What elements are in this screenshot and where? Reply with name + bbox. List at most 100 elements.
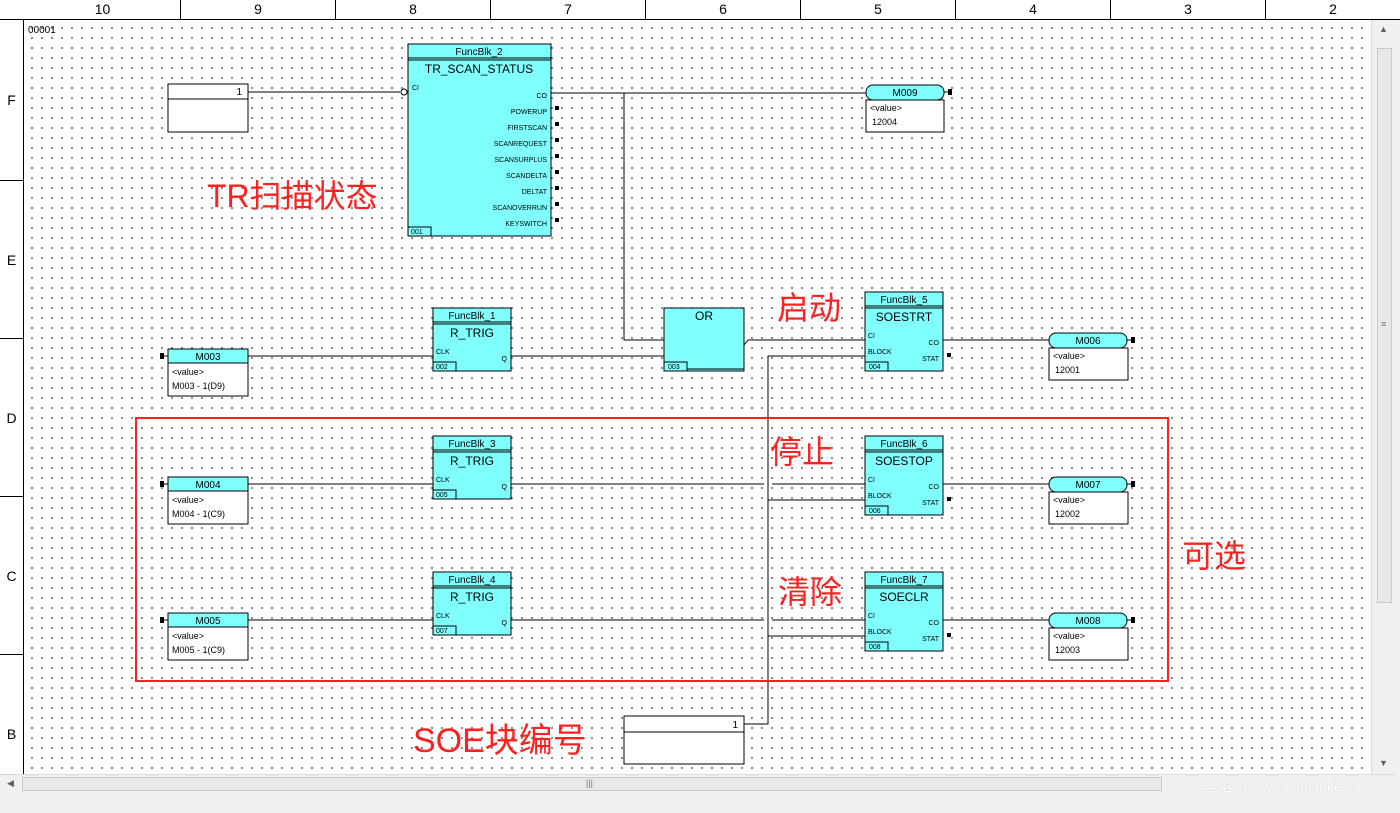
column-label: 3 xyxy=(1111,0,1266,20)
function-block-r-trig-3[interactable]: FuncBlk_3 R_TRIG CLK Q 005 xyxy=(432,435,512,500)
grip-icon: ≡ xyxy=(1381,319,1387,329)
variable-value: 12002 xyxy=(1055,509,1080,519)
block-number: 005 xyxy=(436,492,448,499)
vertical-scroll-thumb[interactable]: ≡ xyxy=(1377,48,1392,603)
logic-diagram: 00001 1 FuncBlk_2 TR_SCAN_STATUS CI xyxy=(28,25,1246,765)
block-name: FuncBlk_3 xyxy=(448,439,496,450)
port-co: CO xyxy=(929,484,940,491)
row-label: D xyxy=(0,339,23,497)
block-name: FuncBlk_1 xyxy=(448,311,496,322)
block-type: R_TRIG xyxy=(450,326,494,340)
annotation-start: 启动 xyxy=(777,290,841,326)
block-type: SOESTRT xyxy=(876,310,933,324)
port-scanrequest: SCANREQUEST xyxy=(494,141,548,148)
sheet-label: 00001 xyxy=(28,25,56,36)
variable-value-label: <value> xyxy=(870,103,902,113)
variable-name: M007 xyxy=(1075,480,1100,491)
variable-name: M006 xyxy=(1075,336,1100,347)
output-variable-m006[interactable]: M006 <value> 12001 xyxy=(1048,332,1135,381)
constant-value: 1 xyxy=(236,87,242,98)
wire xyxy=(743,339,865,346)
wire xyxy=(744,355,865,725)
horizontal-scroll-thumb[interactable]: ||| xyxy=(22,777,1162,791)
variable-value: 12004 xyxy=(872,117,897,127)
function-block-soeclr[interactable]: FuncBlk_7 SOECLR CI BLOCK CO STAT 008 xyxy=(864,571,951,652)
horizontal-scrollbar[interactable]: ◀ ||| 安全客 ( www.anquanke.com ) xyxy=(0,774,1395,794)
block-name: FuncBlk_6 xyxy=(880,439,928,450)
diagram-canvas[interactable]: 00001 1 FuncBlk_2 TR_SCAN_STATUS CI xyxy=(24,20,1371,774)
row-label: E xyxy=(0,181,23,339)
constant-box[interactable]: 1 xyxy=(167,83,249,133)
watermark-text: 安全客 ( www.anquanke.com ) xyxy=(1194,779,1381,794)
port-clk: CLK xyxy=(436,613,450,620)
scroll-left-icon[interactable]: ◀ xyxy=(7,778,14,788)
port-block: BLOCK xyxy=(868,629,892,636)
function-block-r-trig-4[interactable]: FuncBlk_4 R_TRIG CLK Q 007 xyxy=(432,571,512,636)
block-type: OR xyxy=(695,309,713,323)
variable-value: 12003 xyxy=(1055,645,1080,655)
annotation-block-id: SOE块编号 xyxy=(413,722,587,760)
variable-description: M003 - 1(D9) xyxy=(172,381,225,391)
column-label: 7 xyxy=(491,0,646,20)
input-variable-m003[interactable]: M003 <value> M003 - 1(D9) xyxy=(160,348,249,397)
block-number: 001 xyxy=(411,229,423,236)
block-number: 004 xyxy=(869,364,881,371)
port-powerup: POWERUP xyxy=(511,109,548,116)
function-block-r-trig-1[interactable]: FuncBlk_1 R_TRIG CLK Q 002 xyxy=(432,307,512,372)
port-keyswitch: KEYSWITCH xyxy=(505,221,547,228)
variable-name: M005 xyxy=(195,616,220,627)
variable-description: M005 - 1(C9) xyxy=(172,645,225,655)
port-stat: STAT xyxy=(922,500,940,507)
soe-block-number-box[interactable]: 1 xyxy=(623,715,745,765)
port-scanoverrun: SCANOVERRUN xyxy=(493,205,547,212)
block-type: TR_SCAN_STATUS xyxy=(425,62,533,76)
port-q: Q xyxy=(502,356,508,363)
port-stat: STAT xyxy=(922,356,940,363)
port-scandelta: SCANDELTA xyxy=(506,173,547,180)
column-ruler: 10 9 8 7 6 5 4 3 2 xyxy=(0,0,1400,20)
annotation-clear: 清除 xyxy=(778,574,842,610)
port-block: BLOCK xyxy=(868,349,892,356)
column-label: 10 xyxy=(25,0,181,20)
block-number: 002 xyxy=(436,364,448,371)
scroll-down-icon[interactable]: ▼ xyxy=(1379,758,1388,768)
variable-value-label: <value> xyxy=(172,495,204,505)
row-label: F xyxy=(0,20,23,181)
function-block-soestrt[interactable]: FuncBlk_5 SOESTRT CI BLOCK CO STAT 004 xyxy=(864,291,951,372)
port-ci: CI xyxy=(868,613,875,620)
block-number: 007 xyxy=(436,628,448,635)
function-block-scan-status[interactable]: FuncBlk_2 TR_SCAN_STATUS CI CO POWERUP F… xyxy=(400,43,559,237)
grip-icon: ||| xyxy=(586,778,594,788)
port-q: Q xyxy=(502,484,508,491)
input-variable-m004[interactable]: M004 <value> M004 - 1(C9) xyxy=(160,476,249,525)
output-variable-m008[interactable]: M008 <value> 12003 xyxy=(1048,612,1135,661)
vertical-scrollbar[interactable]: ▲ ≡ ▼ xyxy=(1371,20,1395,774)
block-name: FuncBlk_4 xyxy=(448,575,496,586)
variable-name: M004 xyxy=(195,480,220,491)
column-label: 5 xyxy=(801,0,956,20)
output-variable-m009[interactable]: M009 <value> 12004 xyxy=(865,84,952,133)
port-block: BLOCK xyxy=(868,493,892,500)
row-label: B xyxy=(6,726,17,742)
annotation-optional: 可选 xyxy=(1182,538,1246,574)
function-block-soestop[interactable]: FuncBlk_6 SOESTOP CI BLOCK CO STAT 006 xyxy=(864,435,951,516)
variable-value-label: <value> xyxy=(172,631,204,641)
scroll-up-icon[interactable]: ▲ xyxy=(1379,24,1388,34)
or-block[interactable]: OR 003 xyxy=(663,307,745,372)
port-deltat: DELTAT xyxy=(522,189,548,196)
variable-description: M004 - 1(C9) xyxy=(172,509,225,519)
port-firstscan: FIRSTSCAN xyxy=(507,125,547,132)
block-name: FuncBlk_2 xyxy=(455,47,503,58)
output-variable-m007[interactable]: M007 <value> 12002 xyxy=(1048,476,1135,525)
port-scansurplus: SCANSURPLUS xyxy=(494,157,547,164)
column-label: 6 xyxy=(646,0,801,20)
input-variable-m005[interactable]: M005 <value> M005 - 1(C9) xyxy=(160,612,249,661)
block-type: SOECLR xyxy=(879,590,929,604)
port-co: CO xyxy=(537,93,548,100)
variable-name: M008 xyxy=(1075,616,1100,627)
column-label: 9 xyxy=(181,0,336,20)
column-label: 8 xyxy=(336,0,491,20)
variable-value-label: <value> xyxy=(172,367,204,377)
block-type: R_TRIG xyxy=(450,454,494,468)
block-name: FuncBlk_5 xyxy=(880,295,928,306)
